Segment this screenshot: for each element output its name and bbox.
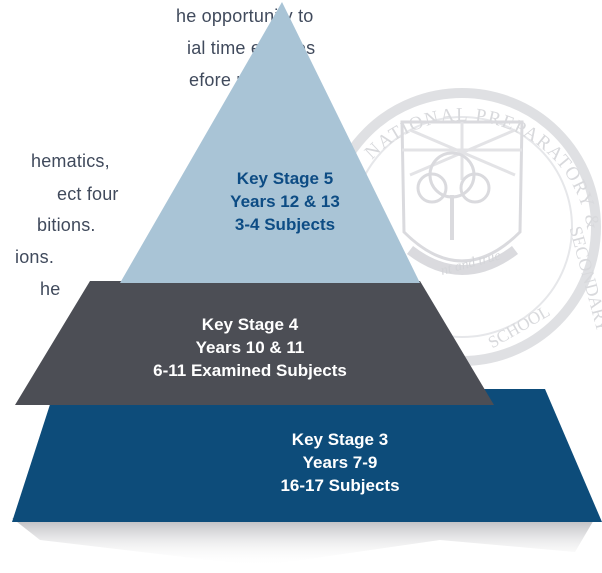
tier-key-stage-5 xyxy=(120,2,420,283)
crest-arc-text: NATIONAL PREPARATORY & xyxy=(361,105,602,233)
tier-key-stage-3 xyxy=(12,389,602,522)
background-text-line-5: ect four xyxy=(57,184,119,204)
key-stage-3-subjects: 16-17 Subjects xyxy=(280,476,400,495)
key-stage-4-label: Key Stage 4 Years 10 & 11 6-11 Examined … xyxy=(120,313,380,382)
background-text-line-6: bitions. xyxy=(37,215,96,235)
tier-key-stage-4 xyxy=(15,281,494,405)
key-stage-5-title: Key Stage 5 xyxy=(236,169,334,188)
key-stage-3-title: Key Stage 3 xyxy=(291,430,389,449)
key-stage-4-subjects: 6-11 Examined Subjects xyxy=(153,361,347,380)
svg-text:NATIONAL PREPARATORY &: NATIONAL PREPARATORY & xyxy=(361,105,602,233)
background-text-line-7: ions. xyxy=(15,247,55,267)
background-text-line-4: hematics, xyxy=(31,151,110,171)
key-stage-5-subjects: 3-4 Subjects xyxy=(234,215,336,234)
key-stage-4-title: Key Stage 4 xyxy=(201,315,299,334)
key-stage-5-years: Years 12 & 13 xyxy=(230,192,340,211)
background-text-line-8: he xyxy=(40,279,61,299)
key-stage-4-years: Years 10 & 11 xyxy=(195,338,305,357)
key-stage-3-years: Years 7-9 xyxy=(302,453,378,472)
key-stage-5-label: Key Stage 5 Years 12 & 13 3-4 Subjects xyxy=(190,167,380,236)
pyramid-shadow xyxy=(12,518,595,566)
key-stage-3-label: Key Stage 3 Years 7-9 16-17 Subjects xyxy=(240,428,440,497)
